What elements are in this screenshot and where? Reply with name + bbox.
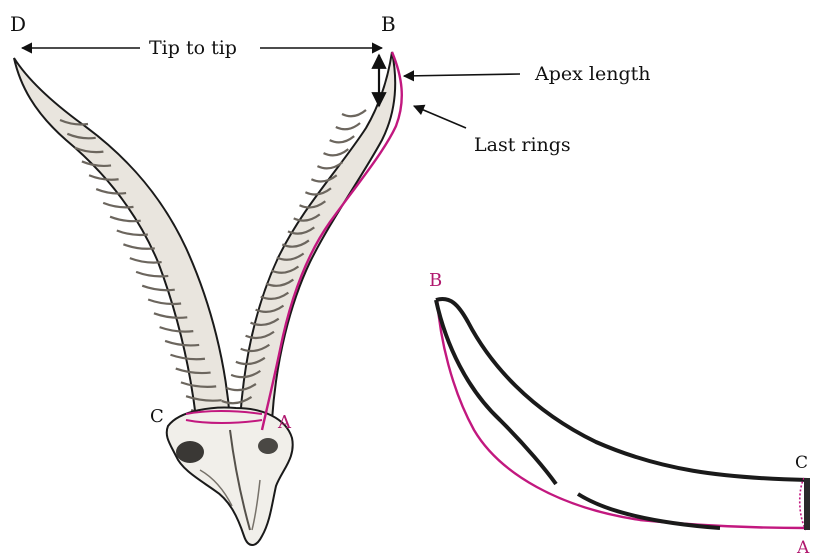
horn-ring bbox=[324, 149, 349, 155]
horn-illustration bbox=[14, 48, 520, 545]
apex-length-pointer bbox=[404, 74, 520, 76]
horn-profile-illustration bbox=[436, 298, 810, 530]
label-last-rings: Last rings bbox=[474, 134, 571, 156]
label-apex-length: Apex length bbox=[534, 63, 650, 85]
label-point-c: C bbox=[150, 406, 164, 427]
skull-eye-socket-right bbox=[258, 438, 278, 454]
right-horn bbox=[240, 52, 395, 420]
label-point-a: A bbox=[277, 412, 292, 433]
horn-ring bbox=[330, 136, 355, 142]
skull-eye-socket-left bbox=[176, 441, 204, 463]
label-detail-point-b: B bbox=[429, 270, 442, 291]
last-rings-pointer bbox=[414, 106, 466, 128]
horn-ring bbox=[336, 123, 360, 129]
label-point-d: D bbox=[10, 12, 26, 36]
label-point-b: B bbox=[381, 12, 396, 36]
label-tip-to-tip: Tip to tip bbox=[149, 37, 237, 59]
horn-ring bbox=[342, 110, 366, 116]
profile-base-mark bbox=[804, 478, 810, 530]
label-detail-point-a: A bbox=[796, 538, 810, 558]
label-detail-point-c: C bbox=[795, 453, 808, 473]
left-horn bbox=[14, 58, 230, 420]
skull bbox=[167, 408, 293, 545]
